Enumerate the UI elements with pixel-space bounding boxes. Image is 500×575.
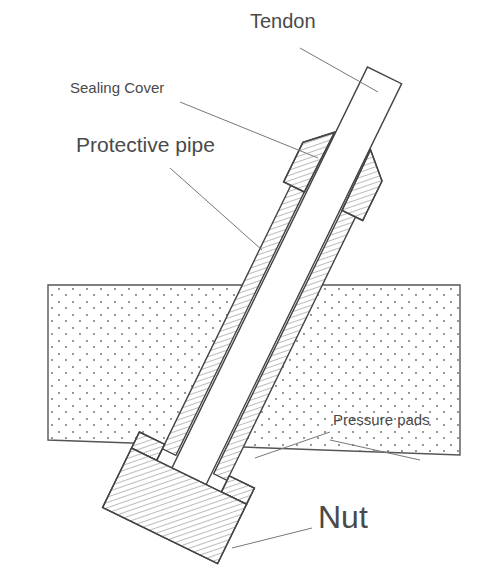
nut bbox=[103, 448, 247, 563]
anchor-assembly bbox=[103, 47, 442, 563]
leader-line bbox=[170, 168, 262, 250]
sealing-cover-hatch bbox=[284, 122, 335, 193]
sealing-cover bbox=[284, 122, 335, 193]
nut-hatch bbox=[103, 448, 247, 563]
sealing-cover bbox=[341, 150, 392, 221]
leader-line bbox=[330, 440, 420, 460]
part-label: Nut bbox=[318, 500, 368, 535]
leader-line bbox=[232, 528, 312, 548]
leader-line bbox=[300, 48, 378, 92]
pipe-wall bbox=[162, 179, 307, 455]
leader-line bbox=[255, 432, 330, 458]
leader-lines bbox=[170, 48, 420, 548]
part-label: Protective pipe bbox=[76, 133, 215, 156]
part-label: Sealing Cover bbox=[70, 80, 164, 97]
part-label: Tendon bbox=[250, 10, 316, 32]
sealing-cover-hatch bbox=[341, 150, 392, 221]
pipe-wall bbox=[214, 204, 359, 480]
part-label: Pressure pads bbox=[333, 412, 430, 429]
